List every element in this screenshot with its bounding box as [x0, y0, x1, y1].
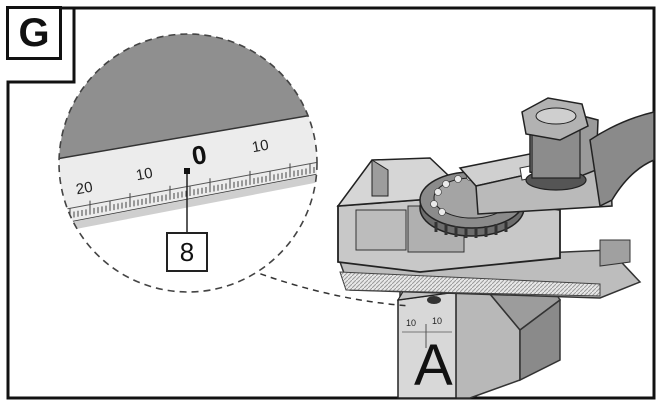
part-letter-label: A — [414, 333, 453, 398]
magnifier-leader — [249, 269, 411, 307]
ruler-label-20: 20 — [74, 178, 95, 199]
magnifier-circle — [58, 33, 318, 293]
ruler-label-10-left: 10 — [134, 164, 155, 185]
step-label: G — [6, 6, 62, 60]
reference-dot — [184, 168, 190, 174]
ruler-label-10-right: 10 — [250, 136, 271, 157]
guide-scale-label-right: 10 — [432, 316, 443, 326]
callout-number: 8 — [166, 232, 208, 272]
guide-scale-label-left: 10 — [406, 318, 417, 328]
machine-drawing — [336, 97, 655, 399]
figure-border — [6, 6, 656, 400]
